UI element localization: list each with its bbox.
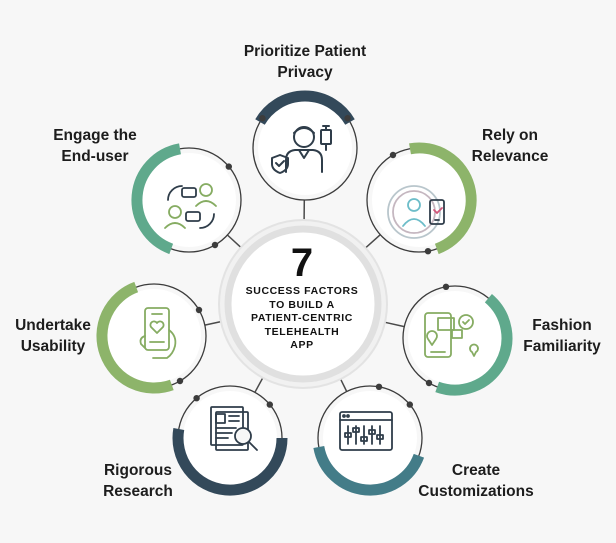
factor-node-bg	[142, 153, 236, 247]
center-title-line: TO BUILD A	[269, 298, 335, 311]
patient-phone-icon	[387, 185, 445, 239]
factor-node-dot	[259, 115, 266, 122]
settings-sliders-icon	[339, 411, 393, 451]
factor-node-arc	[255, 90, 355, 125]
factor-node-dot	[425, 379, 433, 387]
connector-line-usability	[204, 320, 222, 326]
center-title-line: PATIENT-CENTRIC	[251, 312, 353, 324]
factor-node-dot	[266, 401, 273, 408]
label-rigorous-research: Rigorous Research	[88, 460, 188, 502]
factor-node-dot	[195, 306, 203, 314]
doctor-shield-icon	[271, 125, 332, 174]
center-hub	[218, 219, 388, 389]
label-line: Create	[451, 462, 501, 479]
label-undertake-usability: Undertake Usability	[2, 315, 104, 357]
connector-line-customizations	[339, 378, 348, 392]
document-magnifier-icon	[210, 406, 258, 451]
factor-node-engage	[131, 143, 242, 255]
label-line: Rigorous	[103, 462, 173, 479]
map-app-icon	[424, 312, 479, 358]
factor-node-dot	[424, 248, 432, 255]
connector-line-research	[254, 377, 264, 393]
connector-line-familiarity	[384, 321, 405, 328]
factor-node-privacy	[252, 90, 358, 201]
factor-node-arc	[96, 281, 174, 394]
factor-node-arc	[172, 428, 288, 496]
factor-node-dot	[442, 283, 450, 290]
center-title-line: SUCCESS FACTORS	[245, 285, 359, 297]
connector-line-relevance	[365, 234, 381, 249]
factor-node-dot	[389, 151, 397, 159]
factor-node-customizations	[313, 383, 425, 496]
factor-node-dot	[344, 115, 351, 122]
factor-node-dot	[375, 383, 383, 390]
factor-node-bg	[183, 391, 277, 485]
hand-phone-heart-icon	[139, 307, 177, 359]
factor-node-dot	[176, 377, 184, 385]
label-engage-the-end-user: Engage the End-user	[40, 125, 150, 167]
factor-node-dot	[225, 163, 232, 170]
factor-node-bg	[107, 289, 201, 383]
factor-node-research	[172, 385, 288, 496]
factor-node-usability	[96, 281, 207, 394]
connector-line-engage	[226, 234, 242, 248]
center-title-line: TELEHEALTH	[264, 325, 340, 338]
label-fashion-familiarity: Fashion Familiarity	[510, 315, 614, 357]
factor-node-dot	[193, 395, 200, 402]
label-line: Rely on	[482, 127, 538, 144]
label-line: Customizations	[418, 483, 534, 500]
factor-node-familiarity	[402, 283, 513, 396]
factor-node-dot	[406, 401, 413, 408]
connectors	[204, 199, 405, 393]
label-line: Fashion	[532, 317, 592, 334]
users-chat-icon	[164, 183, 217, 229]
label-line: Privacy	[277, 64, 333, 81]
factor-node-arc	[435, 293, 513, 396]
label-create-customizations: Create Customizations	[404, 460, 548, 502]
factor-node-arc	[131, 143, 182, 255]
center-disc	[224, 225, 382, 383]
label-line: End-user	[61, 148, 129, 165]
center-title-line: APP	[290, 339, 314, 351]
label-rely-on-relevance: Rely on Relevance	[452, 125, 568, 167]
label-line: Prioritize Patient	[243, 43, 367, 60]
factor-node-arc	[409, 142, 477, 255]
factor-node-bg	[323, 391, 417, 485]
label-line: Relevance	[471, 148, 549, 165]
label-line: Usability	[20, 338, 86, 355]
label-prioritize-patient-privacy: Prioritize Patient Privacy	[222, 41, 388, 83]
label-line: Research	[103, 483, 173, 500]
label-line: Familiarity	[523, 338, 601, 355]
center-number: 7	[290, 241, 314, 285]
label-line: Undertake	[15, 317, 91, 334]
factor-node-arc	[313, 445, 425, 496]
factor-node-dot	[211, 241, 219, 249]
center-title: SUCCESS FACTORS TO BUILD A PATIENT-CENTR…	[232, 285, 372, 353]
label-line: Engage the	[53, 127, 137, 144]
